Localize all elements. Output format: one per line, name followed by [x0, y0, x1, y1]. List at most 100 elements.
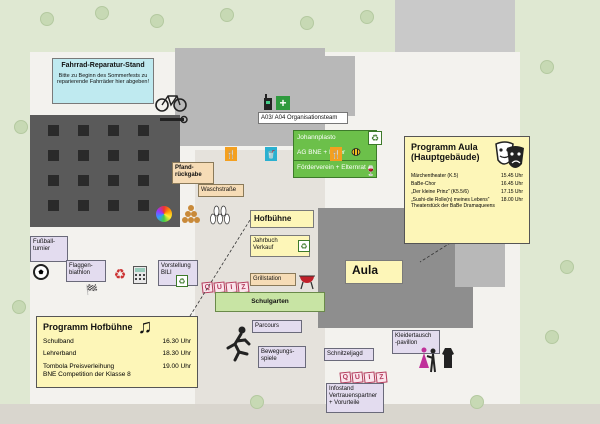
programm-hofbuehne-title: Programm Hofbühne	[43, 322, 133, 332]
schedule-row: „Sushi-die Rolle(n) meines Lebens“ Theat…	[411, 197, 523, 209]
window	[138, 125, 149, 136]
schedule-item-name: Schulband	[43, 338, 74, 346]
fahrrad-title: Fahrrad-Reparatur-Stand	[61, 62, 145, 69]
aula-label: Aula	[352, 263, 379, 277]
parcours[interactable]: Parcours	[252, 320, 302, 333]
schnitzeljagd[interactable]: Schnitzeljagd	[324, 348, 374, 361]
flaggen-label: Flaggen- biathlon	[69, 263, 93, 276]
recycle-icon: ♻	[298, 240, 310, 252]
schulgarten-label: Schulgarten	[251, 298, 289, 305]
window	[138, 200, 149, 211]
grass-area-left	[0, 52, 30, 424]
tree	[95, 6, 109, 20]
waschstrasse[interactable]: Waschstraße	[198, 184, 244, 197]
tree	[540, 60, 554, 74]
bewegung-label: Bewegungs- spiele	[261, 349, 295, 362]
window	[108, 175, 119, 186]
programm-aula-title: Programm Aula (Hauptgebäude)	[411, 142, 480, 163]
orga-team-text: A03/ A04 Organisationsteam	[261, 115, 338, 121]
schedule-row: Lehrerband 18.30 Uhr	[43, 350, 191, 358]
tree	[14, 120, 28, 134]
schnitzeljagd-label: Schnitzeljagd	[327, 351, 363, 357]
checkered-flags-icon: 🏁	[85, 284, 99, 296]
jahrbuch-label: Jahrbuch Verkauf	[253, 238, 278, 251]
pfandrueckgabe[interactable]: Pfand- rückgabe	[172, 162, 214, 184]
tree	[560, 260, 574, 274]
flaggen-biathlon[interactable]: Flaggen- biathlon	[66, 260, 106, 282]
fahrrad-text: Bitte zu Beginn des Sommerfests zu repar…	[56, 73, 150, 86]
schedule-item-time: 18.30 Uhr	[162, 350, 191, 358]
tree	[470, 395, 484, 409]
window	[48, 175, 59, 186]
schedule-item-name: Märchentheater (K.5)	[411, 172, 459, 179]
tools-icon	[158, 114, 188, 124]
schedule-item-time: 16.45 Uhr	[501, 180, 523, 187]
road-bottom	[0, 404, 600, 424]
schedule-item-name: BaBe-Chor	[411, 180, 436, 187]
window	[138, 150, 149, 161]
kleidertausch-label: Kleidertausch -pavillon	[395, 333, 432, 346]
tree	[220, 8, 234, 22]
window	[78, 200, 89, 211]
wine-glasses-icon: 🍷	[364, 165, 378, 177]
window	[138, 175, 149, 186]
cutlery-icon: 🍴	[225, 147, 237, 161]
schedule-item-name: „Der kleine Prinz“ (K5.5/6)	[411, 188, 469, 195]
johannplasto-label: Johannplasto	[297, 134, 336, 141]
bewegungsspiele[interactable]: Bewegungs- spiele	[258, 346, 306, 368]
cutlery-icon: 🍴	[330, 147, 342, 161]
theater-masks-icon	[493, 138, 527, 174]
building-top-right	[395, 0, 515, 52]
recycle-icon: ♻	[113, 265, 127, 282]
jahrbuch-verkauf[interactable]: Jahrbuch Verkauf	[250, 235, 310, 257]
tree	[300, 16, 314, 30]
ag-bne-label: AG BNE + Imker	[297, 149, 346, 157]
building-center-top	[175, 48, 325, 146]
building-center-wing	[325, 56, 355, 116]
schulgarten[interactable]: Schulgarten	[215, 292, 325, 312]
color-wheel-icon	[156, 206, 172, 222]
aula-label-box[interactable]: Aula	[345, 260, 403, 284]
schedule-item-time: 17.15 Uhr	[501, 188, 523, 195]
schedule-row: BaBe-Chor 16.45 Uhr	[411, 181, 523, 187]
schedule-row: Tombola Preisverleihung BNE Competition …	[43, 363, 191, 379]
soccer-ball-icon: ⬟	[33, 264, 49, 280]
grass-area-right	[520, 0, 600, 424]
infostand-label: Infostand Vertrauenspartner + Vorurteile	[329, 386, 378, 406]
schedule-row: „Der kleine Prinz“ (K5.5/6) 17.15 Uhr	[411, 189, 523, 195]
schedule-item-name: „Sushi-die Rolle(n) meines Lebens“ Theat…	[411, 196, 495, 209]
music-note-icon: ♫	[137, 315, 153, 338]
window	[48, 200, 59, 211]
fussball-label: Fußball- turnier	[33, 239, 56, 252]
hofbuehne-label: Hofbühne	[254, 214, 292, 223]
bee-icon	[350, 145, 362, 157]
recycle-icon: ♻	[176, 275, 188, 287]
window	[108, 200, 119, 211]
fahrrad-reparatur-stand[interactable]: Fahrrad-Reparatur-Stand Bitte zu Beginn …	[52, 58, 154, 104]
dancers-icon	[415, 346, 441, 374]
schedule-item-name: Lehrerband	[43, 350, 77, 358]
schedule-item-time: 16.30 Uhr	[162, 338, 191, 346]
foerderverein-label: Förderverein + Elternrat	[297, 164, 366, 171]
hofbuehne[interactable]: Hofbühne	[250, 210, 314, 228]
infostand[interactable]: Infostand Vertrauenspartner + Vorurteile	[326, 383, 384, 413]
walkie-talkie-icon	[262, 94, 274, 110]
tree	[12, 300, 26, 314]
window	[78, 125, 89, 136]
tree	[150, 14, 164, 28]
window	[108, 150, 119, 161]
tree	[250, 395, 264, 409]
vorstellung-label: Vorstellung BILI	[161, 263, 191, 276]
window	[48, 125, 59, 136]
tree	[40, 12, 54, 26]
orga-team-label: A03/ A04 Organisationsteam	[258, 112, 348, 124]
schedule-item-time: 19.00 Uhr	[162, 362, 191, 370]
fussball-turnier[interactable]: Fußball- turnier	[30, 236, 68, 262]
waschstrasse-label: Waschstraße	[201, 187, 237, 193]
first-aid-icon: +	[276, 96, 290, 110]
schedule-row: Märchentheater (K.5)15.45 Uhr	[411, 173, 523, 179]
grillstation[interactable]: Grillstation	[250, 273, 296, 286]
